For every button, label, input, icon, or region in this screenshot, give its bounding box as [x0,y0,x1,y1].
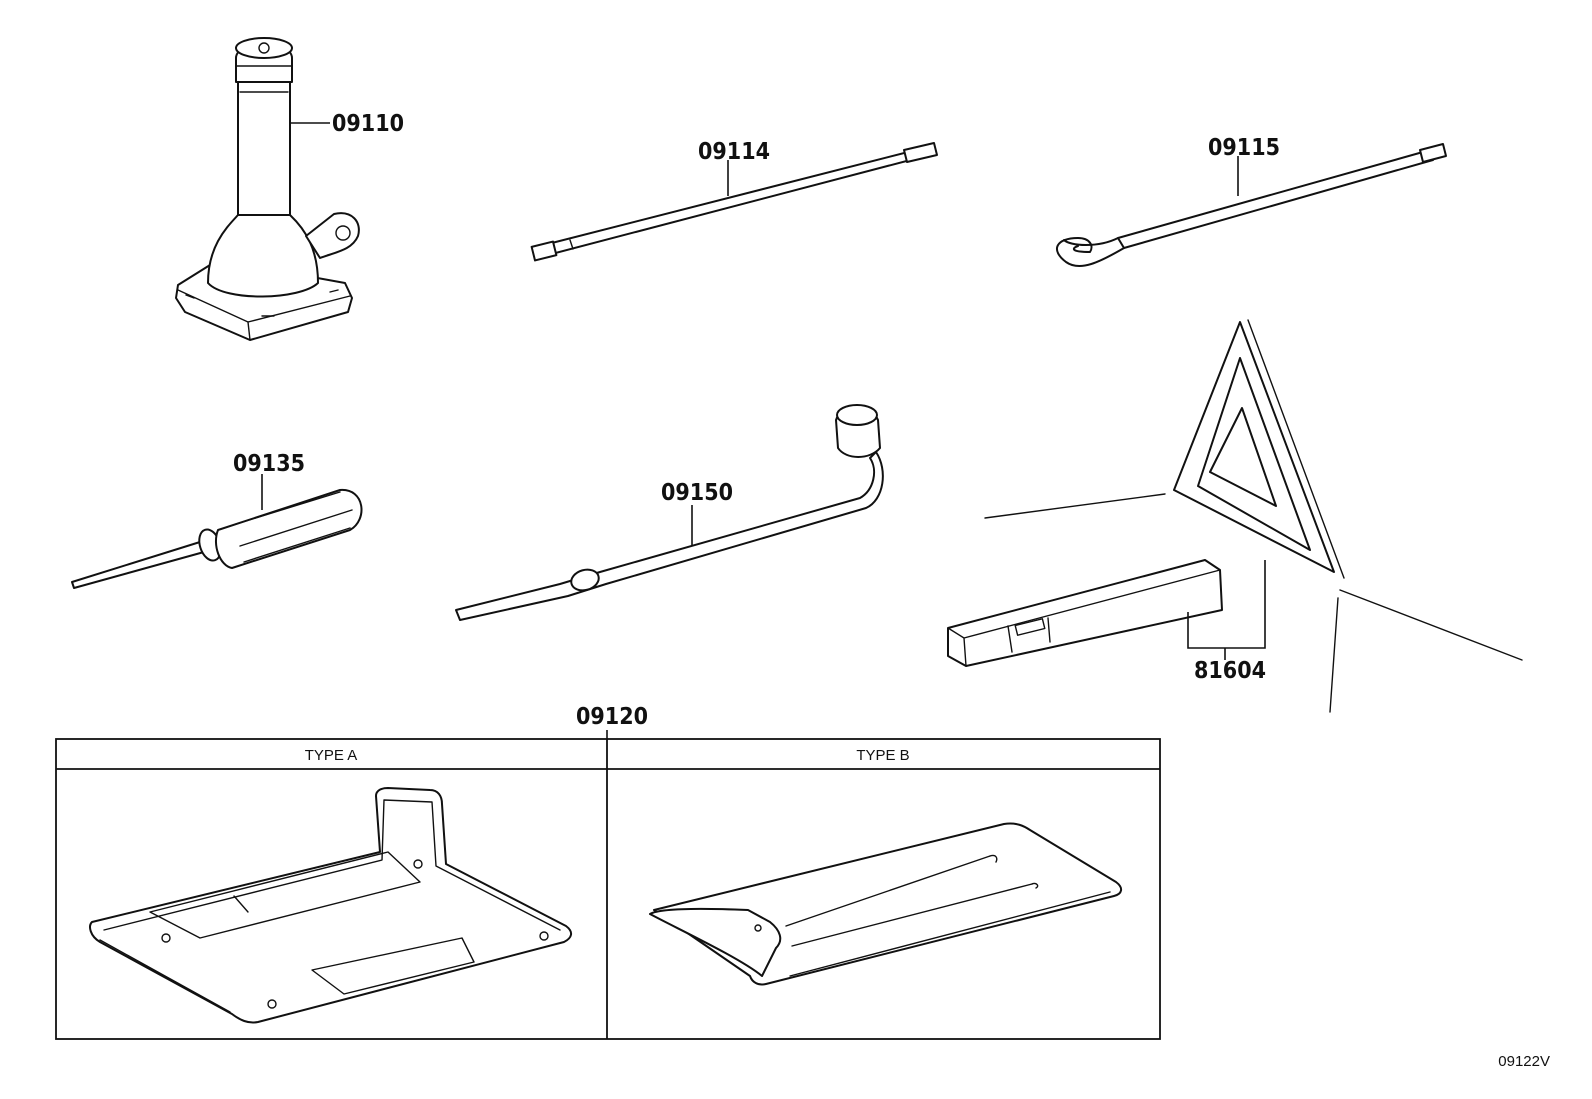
jack-handle-drawing[interactable] [1055,143,1447,267]
diagram-code: 09122V [1498,1053,1550,1070]
tool-bag-type-a-drawing[interactable] [89,787,572,1024]
type-a-header: TYPE A [305,747,358,764]
label-screwdriver: 09135 [233,451,305,477]
label-warning-triangle: 81604 [1194,658,1266,684]
label-jack-handle: 09115 [1208,135,1280,161]
label-tool-bag: 09120 [576,704,648,730]
jack-handle-extension-drawing[interactable] [530,142,938,262]
type-b-header: TYPE B [856,747,909,764]
warning-triangle-drawing[interactable] [947,319,1523,713]
label-jack: 09110 [332,111,404,137]
jack-drawing[interactable] [175,37,360,341]
tool-bag-table [55,738,1161,1040]
label-jack-handle-extension: 09114 [698,139,770,165]
tool-bag-type-b-drawing[interactable] [649,822,1122,986]
screwdriver-drawing[interactable] [71,474,363,589]
label-wheel-wrench: 09150 [661,480,733,506]
wheel-wrench-drawing[interactable] [455,404,884,621]
